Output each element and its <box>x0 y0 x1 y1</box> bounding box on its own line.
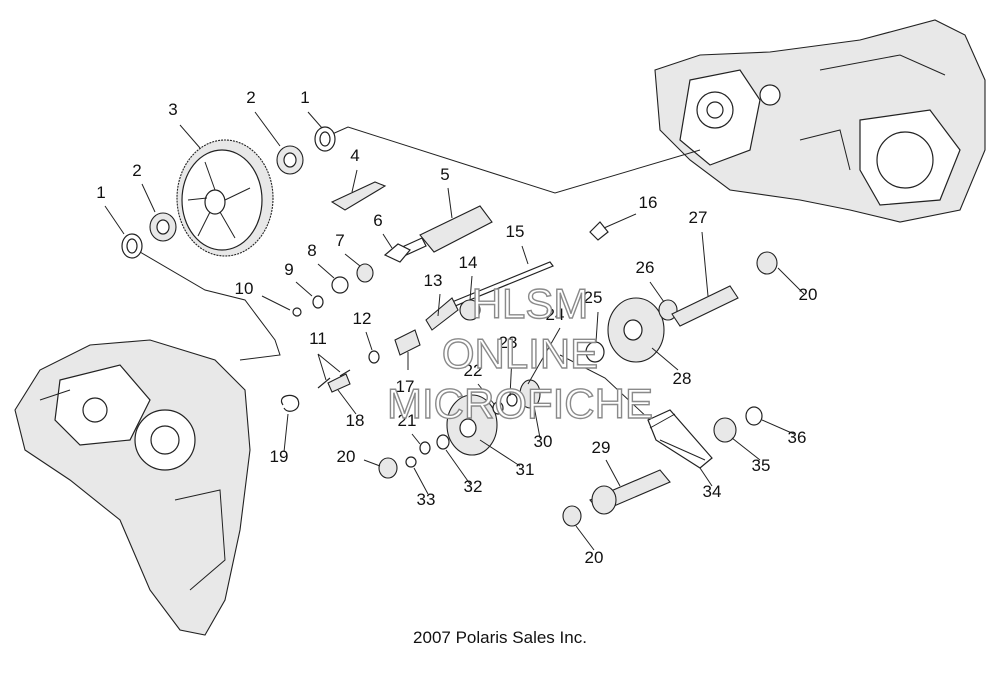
callout-20: 20 <box>337 447 356 466</box>
case-leader-lower <box>139 251 281 361</box>
callout-32: 32 <box>464 477 483 496</box>
large-gear-3 <box>176 139 274 257</box>
callout-13: 13 <box>424 271 443 290</box>
callout-14: 14 <box>459 253 478 272</box>
callout-29: 29 <box>592 438 611 457</box>
gear-29-teeth <box>591 485 617 515</box>
callout-20: 20 <box>585 548 604 567</box>
callout-33: 33 <box>417 490 436 509</box>
fork-13 <box>425 297 459 331</box>
callout-24: 24 <box>546 305 565 324</box>
transmission-case-lower-left <box>14 339 251 636</box>
callout-9: 9 <box>284 260 293 279</box>
pin-11 <box>317 369 351 389</box>
callout-22: 22 <box>464 361 483 380</box>
shaft-27 <box>671 285 739 327</box>
callout-3: 3 <box>168 100 177 119</box>
callout-27: 27 <box>689 208 708 227</box>
leader-lines <box>104 111 805 551</box>
washer-32 <box>436 434 450 450</box>
callout-36: 36 <box>788 428 807 447</box>
callout-30: 30 <box>534 432 553 451</box>
ring-33 <box>405 456 417 468</box>
chain-34 <box>647 409 713 469</box>
callout-21: 21 <box>398 411 417 430</box>
callout-15: 15 <box>506 222 525 241</box>
washer-23 <box>506 393 518 407</box>
ring-10 <box>292 307 302 317</box>
seal-1-left <box>121 233 143 259</box>
callout-1: 1 <box>300 88 309 107</box>
callout-19: 19 <box>270 447 289 466</box>
spring-19 <box>280 394 300 412</box>
callout-23: 23 <box>499 333 518 352</box>
bearing-2-left <box>149 212 177 242</box>
callout-20: 20 <box>799 285 818 304</box>
callout-34: 34 <box>703 482 722 501</box>
callout-16: 16 <box>639 193 658 212</box>
watermark-line-2: ONLINE <box>442 330 598 377</box>
transmission-case-upper-right <box>654 19 986 223</box>
callout-12: 12 <box>353 309 372 328</box>
watermark-line-3: MICROFICHE <box>387 380 653 427</box>
callout-25: 25 <box>584 288 603 307</box>
callout-8: 8 <box>307 241 316 260</box>
washer-22 <box>492 401 504 415</box>
callout-17: 17 <box>396 377 415 396</box>
shift-plate-4 <box>330 181 387 211</box>
callout-18: 18 <box>346 411 365 430</box>
gear-31-hub <box>459 418 477 438</box>
callout-4: 4 <box>350 146 359 165</box>
gear-28-hub <box>623 319 643 341</box>
callout-10: 10 <box>235 279 254 298</box>
callout-26: 26 <box>636 258 655 277</box>
case-leader-upper <box>329 126 701 194</box>
washer-25 <box>585 341 605 363</box>
bearing-20-upper-right <box>756 251 778 275</box>
clip-9 <box>312 295 324 309</box>
seal-1-upper <box>314 126 336 152</box>
washer-21 <box>419 441 431 455</box>
washer-12 <box>368 350 380 364</box>
washer-8 <box>331 276 349 294</box>
callout-2: 2 <box>246 88 255 107</box>
detent-arm-6 <box>383 243 411 263</box>
bearing-2-upper <box>276 145 304 175</box>
shift-drum-5 <box>399 205 493 257</box>
shift-arm-18 <box>327 373 351 393</box>
copyright-text: 2007 Polaris Sales Inc. <box>413 628 587 647</box>
shift-fork-16 <box>589 221 609 241</box>
callout-1: 1 <box>96 183 105 202</box>
seal-36 <box>745 406 763 426</box>
bearing-20-bottom <box>562 505 582 527</box>
bearing-7 <box>356 263 374 283</box>
bearing-20-lower-left <box>378 457 398 479</box>
callout-11: 11 <box>309 329 327 348</box>
bearing-35 <box>713 417 737 443</box>
callout-2: 2 <box>132 161 141 180</box>
callout-7: 7 <box>335 231 344 250</box>
spring-17 <box>394 329 421 356</box>
callout-31: 31 <box>516 460 535 479</box>
callout-5: 5 <box>440 165 449 184</box>
watermark: HLSM ONLINE MICROFICHE <box>386 279 653 427</box>
callout-28: 28 <box>673 369 692 388</box>
callout-6: 6 <box>373 211 382 230</box>
callout-35: 35 <box>752 456 771 475</box>
watermark-line-1: HLSM <box>472 280 589 327</box>
